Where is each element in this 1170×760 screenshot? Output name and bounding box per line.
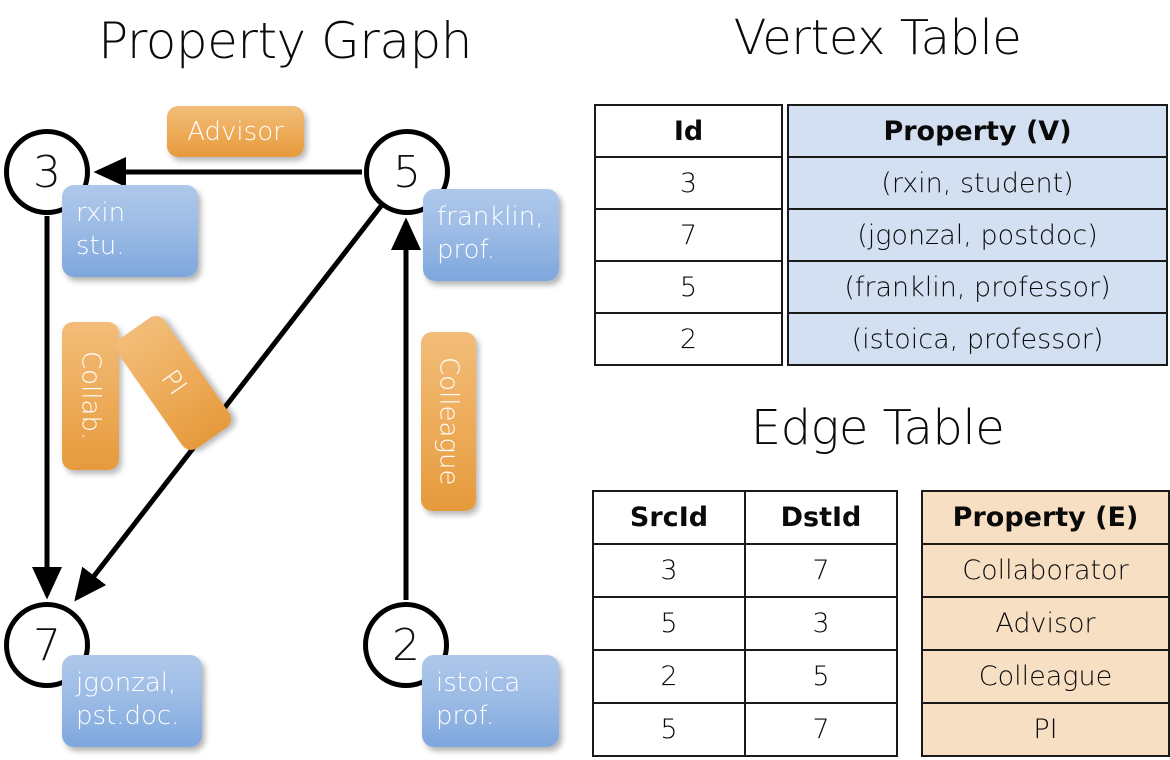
vertex-property-line-2: stu. — [76, 230, 125, 261]
table-row[interactable]: Advisor — [921, 596, 1170, 651]
table-header-row: Id — [594, 104, 783, 158]
vertex-table-cell-id: 5 — [594, 260, 783, 314]
table-row[interactable]: 3 — [594, 156, 783, 210]
graph-vertex-5[interactable]: 5 — [364, 129, 450, 215]
vertex-table-cell-property: (istoica, professor) — [787, 312, 1168, 366]
page-title-property-graph: Property Graph — [98, 12, 472, 70]
vertex-property-box-3: rxin stu. — [62, 185, 198, 277]
edge-label-advisor: Advisor — [167, 106, 304, 157]
edge-label-collab-text: Collab. — [75, 351, 106, 441]
vertex-table-header-id: Id — [594, 104, 783, 158]
edge-table-cell-property: Colleague — [921, 649, 1170, 704]
edge-arrow-5-to-7 — [74, 204, 383, 602]
vertex-property-line-2: prof. — [436, 700, 495, 731]
vertex-property-line-2: prof. — [437, 234, 496, 265]
vertex-table-cell-id: 2 — [594, 312, 783, 366]
table-row[interactable]: (rxin, student) — [787, 156, 1168, 210]
edge-table-cell-dstid: 7 — [744, 702, 898, 757]
edge-table-header-property: Property (E) — [921, 490, 1170, 545]
vertex-table-cell-id: 7 — [594, 208, 783, 262]
table-row[interactable]: (jgonzal, postdoc) — [787, 208, 1168, 262]
table-row[interactable]: Colleague — [921, 649, 1170, 704]
table-row[interactable]: 2 — [594, 312, 783, 366]
edge-label-colleague-text: Colleague — [433, 357, 464, 486]
edge-table-cell-srcid: 5 — [592, 596, 746, 651]
edge-table-cell-dstid: 3 — [744, 596, 898, 651]
edge-table-header-dstid: DstId — [744, 490, 898, 545]
edge-table-id-columns: SrcId DstId 3 7 5 3 2 5 5 7 — [592, 490, 898, 757]
page-title-vertex-table: Vertex Table — [733, 10, 1022, 66]
vertex-property-line-1: jgonzal, — [76, 668, 177, 698]
vertex-property-box-7: jgonzal, pst.doc. — [62, 655, 202, 747]
vertex-table-cell-id: 3 — [594, 156, 783, 210]
edge-label-colleague: Colleague — [421, 332, 476, 511]
table-row[interactable]: (istoica, professor) — [787, 312, 1168, 366]
edge-label-pi-text: PI — [154, 364, 193, 402]
table-row[interactable]: Collaborator — [921, 543, 1170, 598]
vertex-table-cell-property: (franklin, professor) — [787, 260, 1168, 314]
edge-table-cell-property: Advisor — [921, 596, 1170, 651]
edge-table-header-srcid: SrcId — [592, 490, 746, 545]
vertex-table-property-column: Property (V) (rxin, student) (jgonzal, p… — [787, 104, 1168, 366]
edge-table-cell-property: Collaborator — [921, 543, 1170, 598]
vertex-property-line-2: pst.doc. — [76, 700, 180, 731]
table-header-row: Property (V) — [787, 104, 1168, 158]
edge-table-property-column: Property (E) Collaborator Advisor Collea… — [921, 490, 1170, 757]
vertex-table-cell-property: (rxin, student) — [787, 156, 1168, 210]
table-row[interactable]: (franklin, professor) — [787, 260, 1168, 314]
edge-table-cell-dstid: 5 — [744, 649, 898, 704]
vertex-property-line-1: istoica — [436, 668, 521, 698]
table-row[interactable]: 5 3 — [592, 596, 898, 651]
table-row[interactable]: 5 7 — [592, 702, 898, 757]
edge-table-cell-srcid: 5 — [592, 702, 746, 757]
table-row[interactable]: 7 — [594, 208, 783, 262]
graph-vertex-2[interactable]: 2 — [363, 602, 449, 688]
edge-label-collab: Collab. — [62, 322, 119, 470]
table-row[interactable]: 5 — [594, 260, 783, 314]
table-row[interactable]: 3 7 — [592, 543, 898, 598]
table-row[interactable]: PI — [921, 702, 1170, 757]
table-row[interactable]: 2 5 — [592, 649, 898, 704]
vertex-table-id-column: Id 3 7 5 2 — [594, 104, 783, 366]
table-header-row: Property (E) — [921, 490, 1170, 545]
graph-edge-arrows — [32, 157, 421, 602]
edge-table-cell-srcid: 3 — [592, 543, 746, 598]
vertex-table-cell-property: (jgonzal, postdoc) — [787, 208, 1168, 262]
vertex-property-box-5: franklin, prof. — [423, 189, 559, 281]
vertex-property-line-1: rxin — [76, 198, 126, 228]
vertex-table-header-property: Property (V) — [787, 104, 1168, 158]
vertex-property-box-2: istoica prof. — [422, 655, 559, 747]
table-header-row: SrcId DstId — [592, 490, 898, 545]
vertex-property-line-1: franklin, — [437, 202, 544, 232]
edge-table-cell-dstid: 7 — [744, 543, 898, 598]
edge-table-cell-srcid: 2 — [592, 649, 746, 704]
property-graph-canvas: 3 5 7 2 rxin stu. franklin, prof. jgonza… — [4, 106, 559, 747]
page-title-edge-table: Edge Table — [750, 400, 1005, 456]
edge-table-cell-property: PI — [921, 702, 1170, 757]
edge-label-advisor-text: Advisor — [187, 116, 284, 147]
